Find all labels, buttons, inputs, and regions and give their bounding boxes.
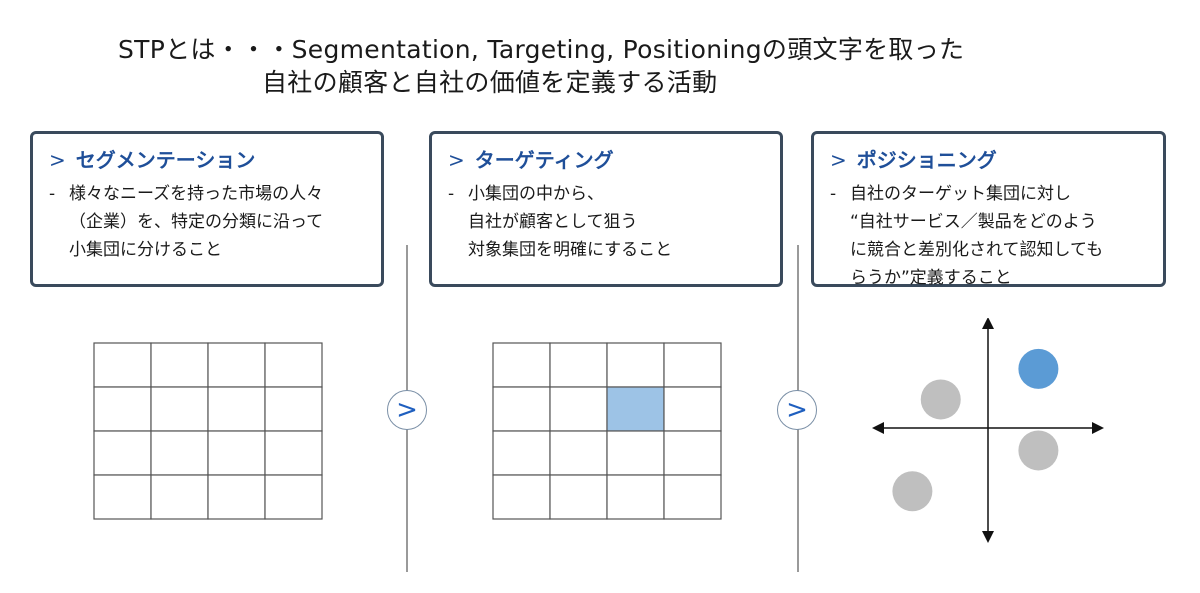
grid-cell [549,386,608,432]
positioning-line-1: 自社のターゲット集団に対し [850,184,1071,204]
grid-cell [207,386,266,432]
grid-cell [549,430,608,476]
positioning-line-2: “自社サービス／製品をどのよう [850,212,1097,232]
grid-cell [93,474,152,520]
grid-cell [492,386,551,432]
grid-cell [549,342,608,388]
competitor-position-point [920,379,961,420]
grid-cell [93,386,152,432]
grid-cell [663,342,722,388]
segmentation-line-1: 様々なニーズを持った市場の人々 [69,184,324,204]
grid-cell [492,342,551,388]
grid-cell [264,430,323,476]
targeting-heading: > ターゲティング [448,144,614,173]
grid-cell [150,386,209,432]
positioning-line-4: らうか”定義すること [850,268,1012,288]
positioning-card: >ポジショニング -自社のターゲット集団に対し “自社サービス／製品をどのよう … [811,131,1166,288]
grid-cell [150,474,209,520]
grid-cell [264,474,323,520]
positioning-description: -自社のターゲット集団に対し “自社サービス／製品をどのよう に競合と差別化され… [830,180,1155,292]
page-subtitle: 自社の顧客と自社の価値を定義する活動 [262,68,718,97]
grid-cell [606,430,665,476]
positioning-line-3: に競合と差別化されて認知しても [850,240,1104,260]
targeting-card: > ターゲティング -小集団の中から、 自社が顧客として狙う 対象集団を明確にする… [429,131,783,287]
segmentation-heading: > セグメンテーション [49,144,255,173]
targeting-line-1: 小集団の中から、 [468,184,604,204]
segmentation-grid [93,342,323,520]
grid-cell [150,342,209,388]
targeting-line-2: 自社が顧客として狙う [468,212,638,232]
grid-cell [606,342,665,388]
bullet-dash: - [448,184,455,204]
competitor-position-point [1018,430,1059,471]
grid-cell [264,386,323,432]
grid-cell [549,474,608,520]
grid-cell [93,342,152,388]
targeting-grid [492,342,722,520]
chevron-right-icon: > [49,148,66,172]
grid-cell [207,474,266,520]
segmentation-card: > セグメンテーション -様々なニーズを持った市場の人々 （企業）を、特定の分類に… [30,131,384,287]
targeting-description: -小集団の中から、 自社が顧客として狙う 対象集団を明確にすること [448,180,772,264]
bullet-dash: - [49,184,56,204]
positioning-title: ポジショニング [856,148,997,172]
grid-cell-highlighted [606,386,665,432]
next-step-arrow-icon: > [777,390,817,430]
grid-cell [207,430,266,476]
targeting-title: ターゲティング [474,148,614,172]
grid-cell [264,342,323,388]
grid-cell [663,474,722,520]
grid-cell [207,342,266,388]
grid-cell [663,430,722,476]
grid-cell [150,430,209,476]
segmentation-line-2: （企業）を、特定の分類に沿って [69,212,324,232]
positioning-heading: > ポジショニング [830,144,997,173]
chevron-right-icon: > [830,148,847,172]
grid-cell [492,430,551,476]
competitor-position-point [892,471,933,512]
grid-cell [492,474,551,520]
segmentation-line-3: 小集団に分けること [69,240,222,260]
segmentation-description: -様々なニーズを持った市場の人々 （企業）を、特定の分類に沿って 小集団に分ける… [49,180,373,264]
chevron-right-icon: > [448,148,465,172]
targeting-line-3: 対象集団を明確にすること [468,240,673,260]
segmentation-title: セグメンテーション [75,148,256,172]
positioning-map [872,318,1104,543]
bullet-dash: - [830,184,837,204]
grid-cell [606,474,665,520]
next-step-arrow-icon: > [387,390,427,430]
grid-cell [663,386,722,432]
grid-cell [93,430,152,476]
self-position-point [1018,348,1059,389]
page-title: STPとは・・・Segmentation, Targeting, Positio… [118,35,965,64]
